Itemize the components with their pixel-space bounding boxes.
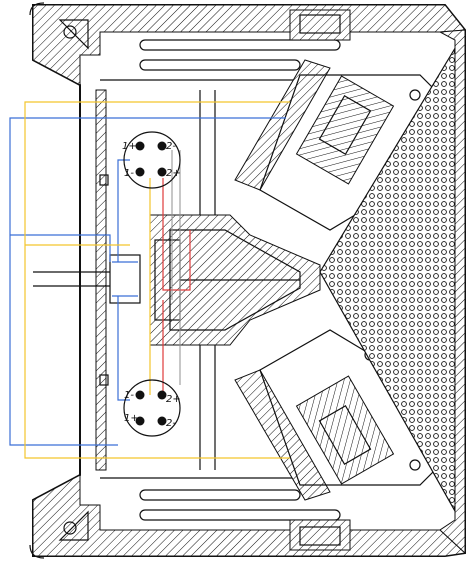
- back-panel: [95, 89, 109, 471]
- top-pin-2-plus-label: 2+: [166, 168, 181, 179]
- mounting-brackets: [289, 9, 351, 551]
- cabinet-outline: [32, 4, 467, 557]
- lower-woofer: [234, 329, 441, 501]
- bottom-pin-1-plus-label: 1+: [124, 413, 139, 424]
- bottom-pin-1-minus-label: 1-: [124, 390, 134, 401]
- top-pin-2-minus-label: 2-: [166, 141, 176, 152]
- wiring: [9, 101, 290, 459]
- horn-driver: [149, 214, 321, 346]
- top-speakon-connector: 1+ 2- 1- 2+: [122, 131, 181, 189]
- cabinet-feet: [29, 2, 45, 559]
- front-grille: [319, 29, 466, 555]
- cable-input: [33, 254, 141, 304]
- bottom-pin-2-plus-label: 2+: [166, 394, 181, 405]
- bottom-pin-2-minus-label: 2-: [166, 418, 176, 429]
- top-pin-1-minus-label: 1-: [124, 168, 134, 179]
- upper-woofer: [234, 59, 441, 231]
- bottom-speakon-connector: 1- 2+ 1+ 2-: [123, 379, 181, 437]
- top-pin-1-plus-label: 1+: [122, 141, 137, 152]
- inner-rails: [100, 39, 341, 521]
